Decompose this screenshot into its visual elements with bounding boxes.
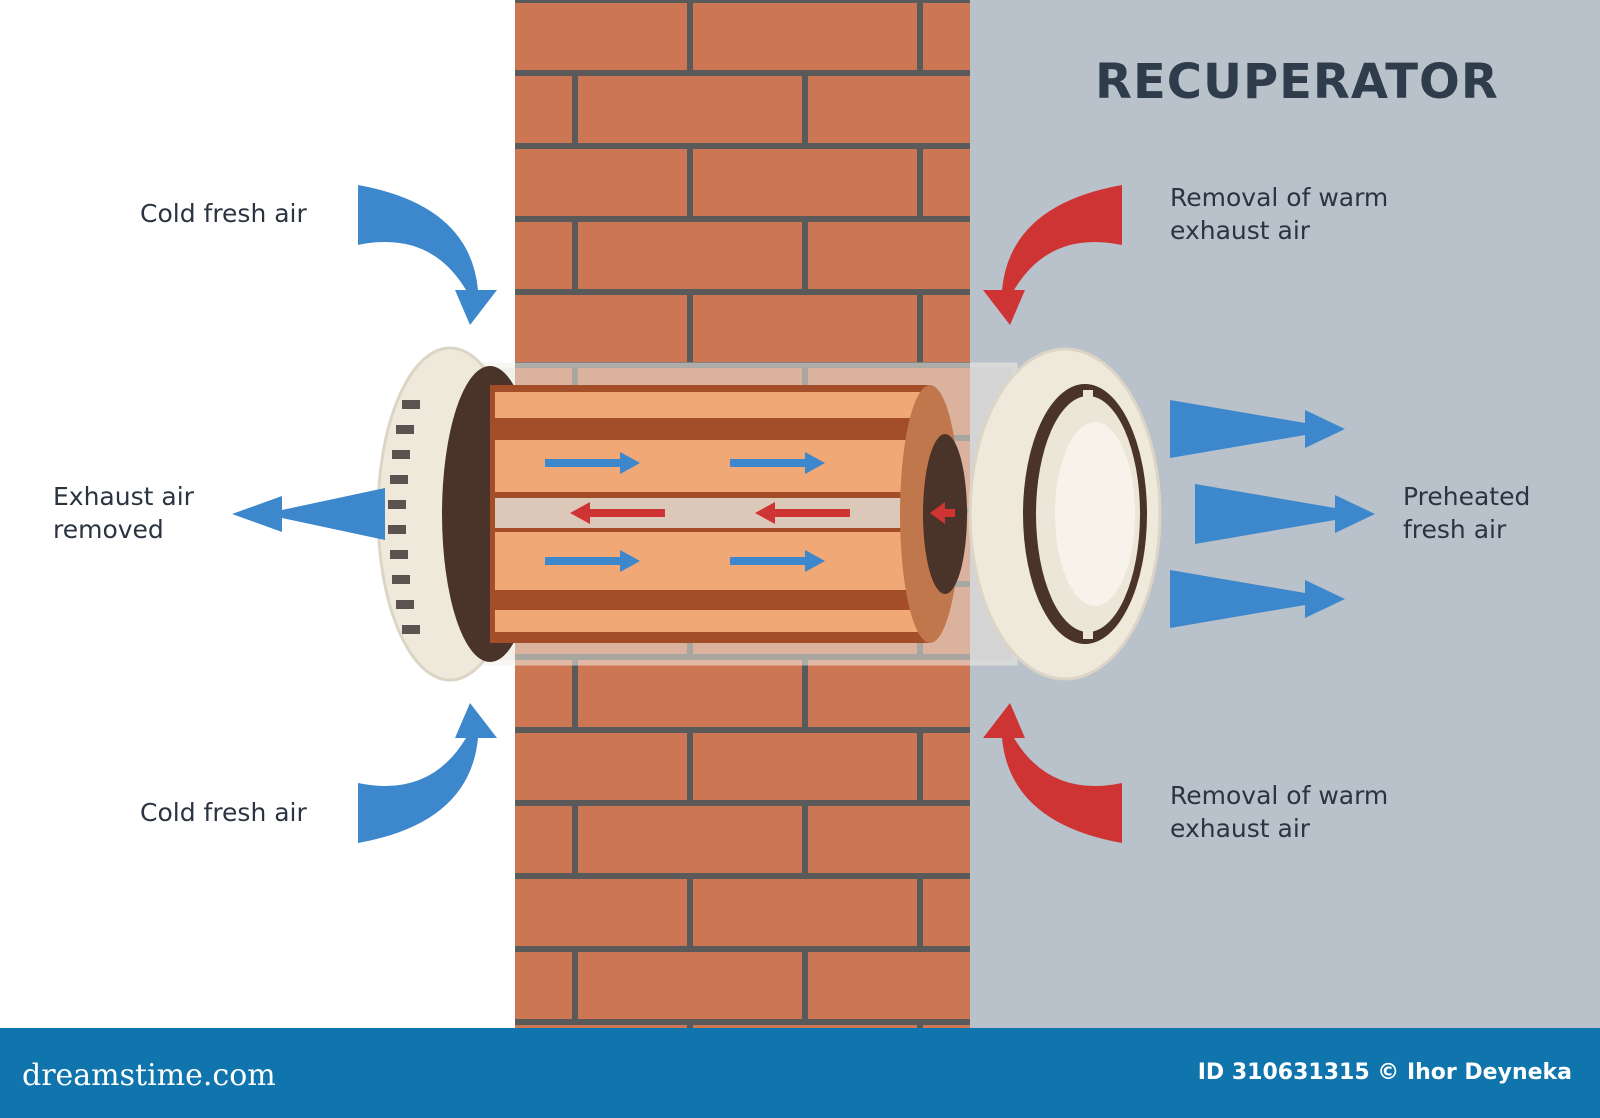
label-preheated-fresh-air: Preheated fresh air (1403, 482, 1531, 544)
label-cold-fresh-air-bottom: Cold fresh air (140, 798, 307, 827)
cold-fresh-air-arrow-top (358, 185, 497, 325)
internal-warm-flow-arrows (570, 502, 955, 524)
warm-exhaust-arrow-bottom (983, 703, 1122, 843)
footer-brand: dreamstime.com (22, 1058, 276, 1093)
label-exhaust-air-removed: Exhaust air removed (53, 482, 194, 544)
footer-image-id: ID 310631315 © Ihor Deyneka (1197, 1060, 1572, 1085)
diagram-title: RECUPERATOR (1095, 54, 1499, 110)
inner-vent-cap (968, 347, 1162, 681)
internal-cold-flow-arrows (545, 452, 825, 572)
heat-exchanger-core (490, 385, 967, 643)
warm-exhaust-arrow-top (983, 185, 1122, 325)
cap-slots (388, 400, 420, 634)
exhaust-removed-arrow (232, 488, 385, 540)
label-removal-warm-exhaust-top: Removal of warm exhaust air (1170, 183, 1389, 245)
label-cold-fresh-air-top: Cold fresh air (140, 199, 307, 228)
preheated-air-arrows (1170, 400, 1375, 628)
cold-fresh-air-arrow-bottom (358, 703, 497, 843)
label-removal-warm-exhaust-bottom: Removal of warm exhaust air (1170, 781, 1389, 843)
recuperator-illustration (232, 0, 1375, 1028)
footer-bar: dreamstime.com ID 310631315 © Ihor Deyne… (0, 1028, 1600, 1118)
